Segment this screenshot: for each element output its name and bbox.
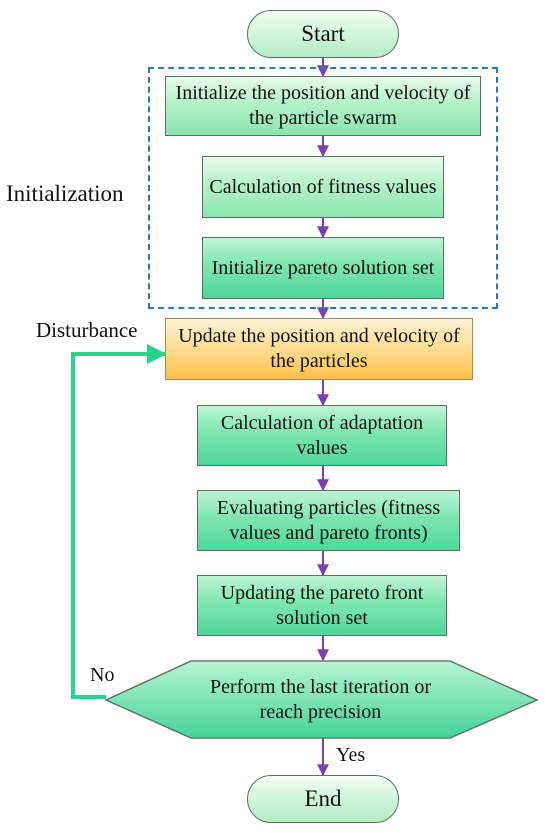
decision-text: Perform the last iteration or reach prec…	[191, 661, 450, 738]
update-particles-text: Update the position and velocity of the …	[178, 325, 460, 372]
evaluate-text: Evaluating particles (fitness values and…	[216, 496, 441, 544]
init-pareto-text: Initialize pareto solution set	[211, 256, 435, 279]
update-particles-box: Update the position and velocity of the …	[165, 318, 473, 380]
init-swarm-box: Initialize the position and velocity of …	[165, 76, 481, 136]
disturbance-label: Disturbance	[36, 318, 138, 342]
calc-fitness-text: Calculation of fitness values	[209, 175, 437, 198]
calc-adaptation-box: Calculation of adaptation values	[197, 405, 447, 466]
initialization-label: Initialization	[6, 181, 124, 206]
init-pareto-box: Initialize pareto solution set	[202, 237, 444, 299]
init-swarm-text: Initialize the position and velocity of …	[175, 82, 471, 129]
start-label: Start	[301, 20, 345, 46]
start-terminal: Start	[247, 10, 399, 58]
evaluate-box: Evaluating particles (fitness values and…	[197, 490, 460, 551]
update-pareto-text: Updating the pareto front solution set	[220, 581, 424, 629]
end-label: End	[304, 785, 342, 811]
no-label: No	[90, 664, 115, 686]
initialization-group	[148, 67, 498, 309]
calc-adaptation-text: Calculation of adaptation values	[220, 411, 424, 459]
update-pareto-box: Updating the pareto front solution set	[197, 575, 447, 636]
end-terminal: End	[247, 775, 399, 823]
yes-label: Yes	[336, 744, 366, 766]
loop-back-no	[71, 344, 167, 699]
calc-fitness-box: Calculation of fitness values	[202, 156, 444, 218]
decision-label: Perform the last iteration or reach prec…	[209, 675, 432, 723]
